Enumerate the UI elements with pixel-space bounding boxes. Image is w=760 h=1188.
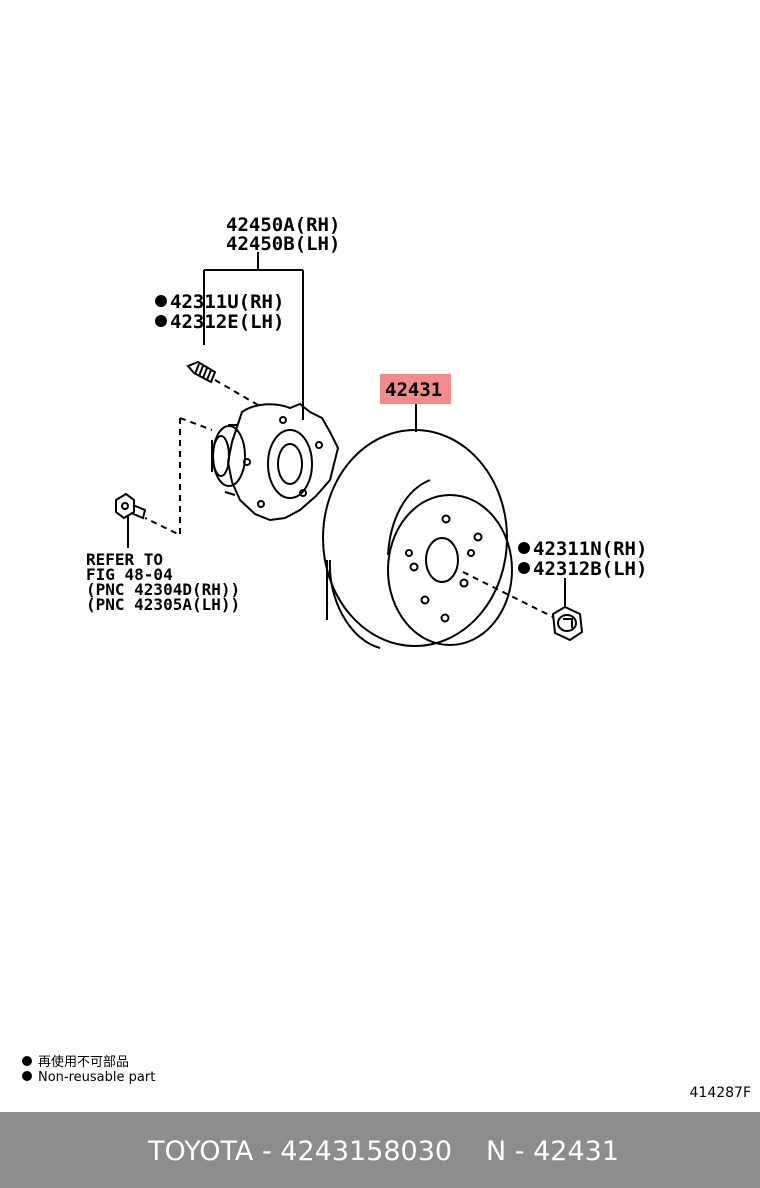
bolt-lh-label: 42312E(LH)	[155, 313, 284, 332]
nut-lh-label: 42312B(LH)	[518, 560, 647, 579]
bullet-icon	[22, 1071, 32, 1081]
refer-line-4: (PNC 42305A(LH))	[86, 595, 241, 614]
legend-cn: 再使用不可部品	[22, 1051, 129, 1070]
figure-id: 414287F	[689, 1085, 752, 1101]
non-reusable-dot-icon	[518, 542, 530, 554]
hub-bolt-part	[186, 360, 217, 384]
nut-centerline	[462, 571, 554, 618]
footer-bar: TOYOTA - 4243158030 N - 42431	[0, 1112, 760, 1188]
refer-line-3: (PNC 42304D(RH))	[86, 580, 241, 599]
refer-bolt-part	[115, 492, 147, 520]
footer-brand-part: TOYOTA - 4243158030	[148, 1136, 453, 1167]
legend-en-text: Non-reusable part	[38, 1070, 156, 1085]
footer-pnc: N - 42431	[486, 1136, 619, 1167]
bolt-rh-label: 42311U(RH)	[155, 293, 284, 312]
hub-lh-label: 42450B(LH)	[226, 233, 341, 255]
non-reusable-dot-icon	[155, 295, 167, 307]
legend-cn-text: 再使用不可部品	[38, 1055, 130, 1070]
non-reusable-dot-icon	[155, 315, 167, 327]
bolt-rh-text: 42311U(RH)	[170, 291, 285, 313]
bolt-lh-text: 42312E(LH)	[170, 311, 285, 333]
hub-assembly-part	[211, 402, 340, 522]
hub-rh-label: 42450A(RH)	[226, 214, 341, 236]
legend-en: Non-reusable part	[22, 1070, 155, 1085]
nut-lh-text: 42312B(LH)	[533, 558, 648, 580]
refer-line-1: REFER TO	[86, 550, 164, 569]
nut-rh-label: 42311N(RH)	[518, 540, 647, 559]
nut-rh-text: 42311N(RH)	[533, 538, 648, 560]
refer-line-2: FIG 48-04	[86, 565, 173, 584]
disc-highlight-box	[380, 374, 451, 404]
bullet-icon	[22, 1056, 32, 1066]
non-reusable-dot-icon	[518, 562, 530, 574]
disc-part-label[interactable]: 42431	[385, 379, 443, 401]
parts-diagram	[115, 252, 584, 649]
brake-disc-part	[322, 429, 513, 649]
wheel-nut-part	[551, 605, 584, 642]
refer-dashed-bracket	[144, 418, 181, 537]
bolt-centerline	[214, 379, 259, 406]
